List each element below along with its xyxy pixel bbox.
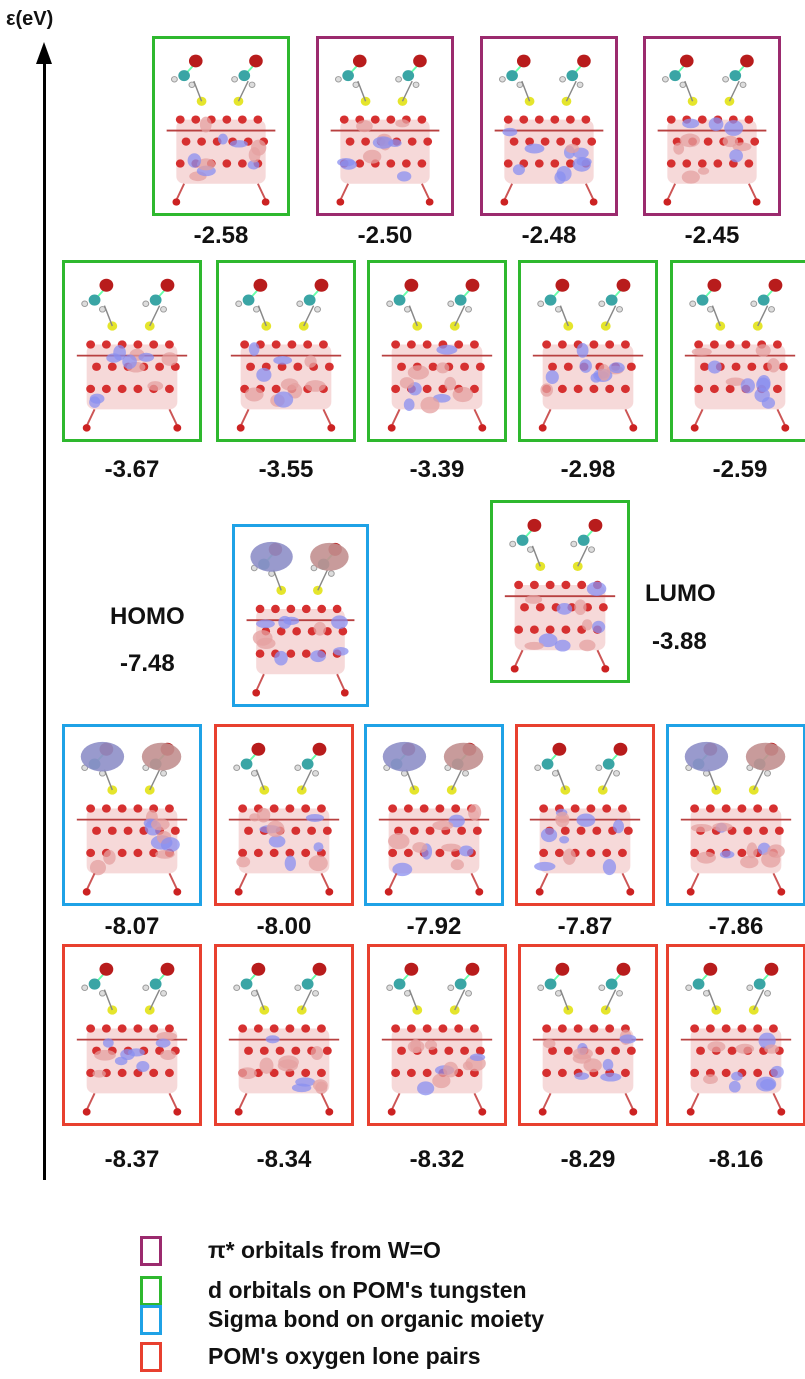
orbital-isosurface-panel xyxy=(364,724,504,906)
homo-energy: -7.48 xyxy=(120,650,175,677)
lumo-orbital-panel xyxy=(490,500,630,683)
orbital-energy-label: -3.67 xyxy=(104,456,160,483)
legend-label: Sigma bond on organic moiety xyxy=(208,1306,545,1332)
orbital-energy-label: -2.98 xyxy=(560,456,616,483)
orbital-energy-label: -7.87 xyxy=(557,913,613,940)
orbital-energy-label: -7.86 xyxy=(708,913,764,940)
legend-label: π* orbitals from W=O xyxy=(208,1237,441,1263)
orbital-isosurface-panel xyxy=(518,260,658,442)
orbital-isosurface-panel xyxy=(518,944,658,1126)
orbital-energy-label: -3.55 xyxy=(258,456,314,483)
orbital-isosurface-panel xyxy=(62,944,202,1126)
orbital-isosurface-panel xyxy=(666,724,805,906)
orbital-isosurface-panel xyxy=(62,724,202,906)
homo-label: HOMO xyxy=(110,603,185,630)
orbital-isosurface-panel xyxy=(643,36,781,216)
orbital-energy-label: -8.37 xyxy=(104,1146,160,1173)
orbital-isosurface-panel xyxy=(666,944,805,1126)
orbital-isosurface-panel xyxy=(216,260,356,442)
orbital-energy-label: -2.59 xyxy=(712,456,768,483)
orbital-isosurface-panel xyxy=(152,36,290,216)
legend-swatch xyxy=(140,1305,162,1335)
legend-swatch xyxy=(140,1276,162,1306)
orbital-energy-label: -8.07 xyxy=(104,913,160,940)
orbital-energy-label: -7.92 xyxy=(406,913,462,940)
lumo-energy: -3.88 xyxy=(652,628,707,655)
orbital-isosurface-panel xyxy=(62,260,202,442)
energy-axis-line xyxy=(43,62,46,1180)
orbital-isosurface-panel xyxy=(480,36,618,216)
orbital-isosurface-panel xyxy=(214,944,354,1126)
orbital-energy-label: -2.50 xyxy=(357,222,413,249)
homo-orbital-panel xyxy=(232,524,369,707)
orbital-isosurface-panel xyxy=(367,944,507,1126)
orbital-energy-label: -8.00 xyxy=(256,913,312,940)
orbital-energy-label: -8.16 xyxy=(708,1146,764,1173)
orbital-isosurface-panel xyxy=(670,260,805,442)
orbital-energy-label: -8.29 xyxy=(560,1146,616,1173)
orbital-energy-label: -2.48 xyxy=(521,222,577,249)
legend-swatch xyxy=(140,1342,162,1372)
orbital-energy-label: -8.34 xyxy=(256,1146,312,1173)
orbital-isosurface-panel xyxy=(515,724,655,906)
orbital-energy-label: -2.45 xyxy=(684,222,740,249)
legend-label: d orbitals on POM's tungsten xyxy=(208,1277,527,1303)
orbital-energy-label: -2.58 xyxy=(193,222,249,249)
legend-swatch xyxy=(140,1236,162,1266)
orbital-energy-label: -8.32 xyxy=(409,1146,465,1173)
orbital-isosurface-panel xyxy=(316,36,454,216)
energy-axis-title: ε(eV) xyxy=(6,8,54,30)
lumo-label: LUMO xyxy=(645,580,716,607)
orbital-energy-label: -3.39 xyxy=(409,456,465,483)
energy-axis-arrowhead xyxy=(36,42,52,64)
legend-label: POM's oxygen lone pairs xyxy=(208,1343,481,1369)
orbital-isosurface-panel xyxy=(367,260,507,442)
orbital-isosurface-panel xyxy=(214,724,354,906)
